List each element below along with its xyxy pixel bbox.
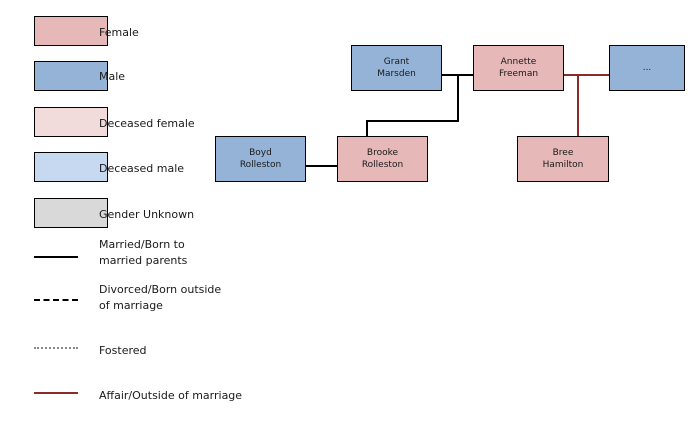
legend-line-married [34, 256, 78, 258]
legend-swatch-male [34, 61, 108, 91]
legend-line-affair [34, 392, 78, 394]
marriage-line-boyd-brooke [306, 165, 338, 167]
affair-line-annette-unknown [564, 74, 610, 76]
legend-line-divorced [34, 299, 78, 301]
person-grant-marsden[interactable]: Grant Marsden [351, 45, 442, 91]
person-unknown-male[interactable]: ... [609, 45, 685, 91]
legend-swatch-deceased-female [34, 107, 108, 137]
legend-swatch-gender-unknown [34, 198, 108, 228]
person-bree-hamilton[interactable]: Bree Hamilton [517, 136, 609, 182]
legend-label-gender-unknown: Gender Unknown [99, 208, 195, 221]
descent-line-horizontal [366, 120, 459, 122]
legend-label-deceased-female: Deceased female [99, 117, 195, 130]
legend-label-divorced: Divorced/Born outside of marriage [99, 283, 222, 312]
person-annette-freeman[interactable]: Annette Freeman [473, 45, 564, 91]
legend-label-married: Married/Born to married parents [99, 238, 188, 267]
legend-label-female: Female [99, 26, 139, 39]
legend-label-male: Male [99, 70, 126, 83]
legend-label-fostered: Fostered [99, 344, 147, 357]
person-boyd-rolleston[interactable]: Boyd Rolleston [215, 136, 306, 182]
affair-line-to-bree [577, 75, 579, 136]
descent-line-vertical [457, 75, 459, 122]
legend-swatch-female [34, 16, 108, 46]
legend-line-fostered [34, 347, 78, 349]
legend-swatch-deceased-male [34, 152, 108, 182]
legend-label-affair: Affair/Outside of marriage [99, 389, 243, 402]
person-brooke-rolleston[interactable]: Brooke Rolleston [337, 136, 428, 182]
legend-label-deceased-male: Deceased male [99, 162, 185, 175]
descent-line-to-brooke [366, 120, 368, 136]
